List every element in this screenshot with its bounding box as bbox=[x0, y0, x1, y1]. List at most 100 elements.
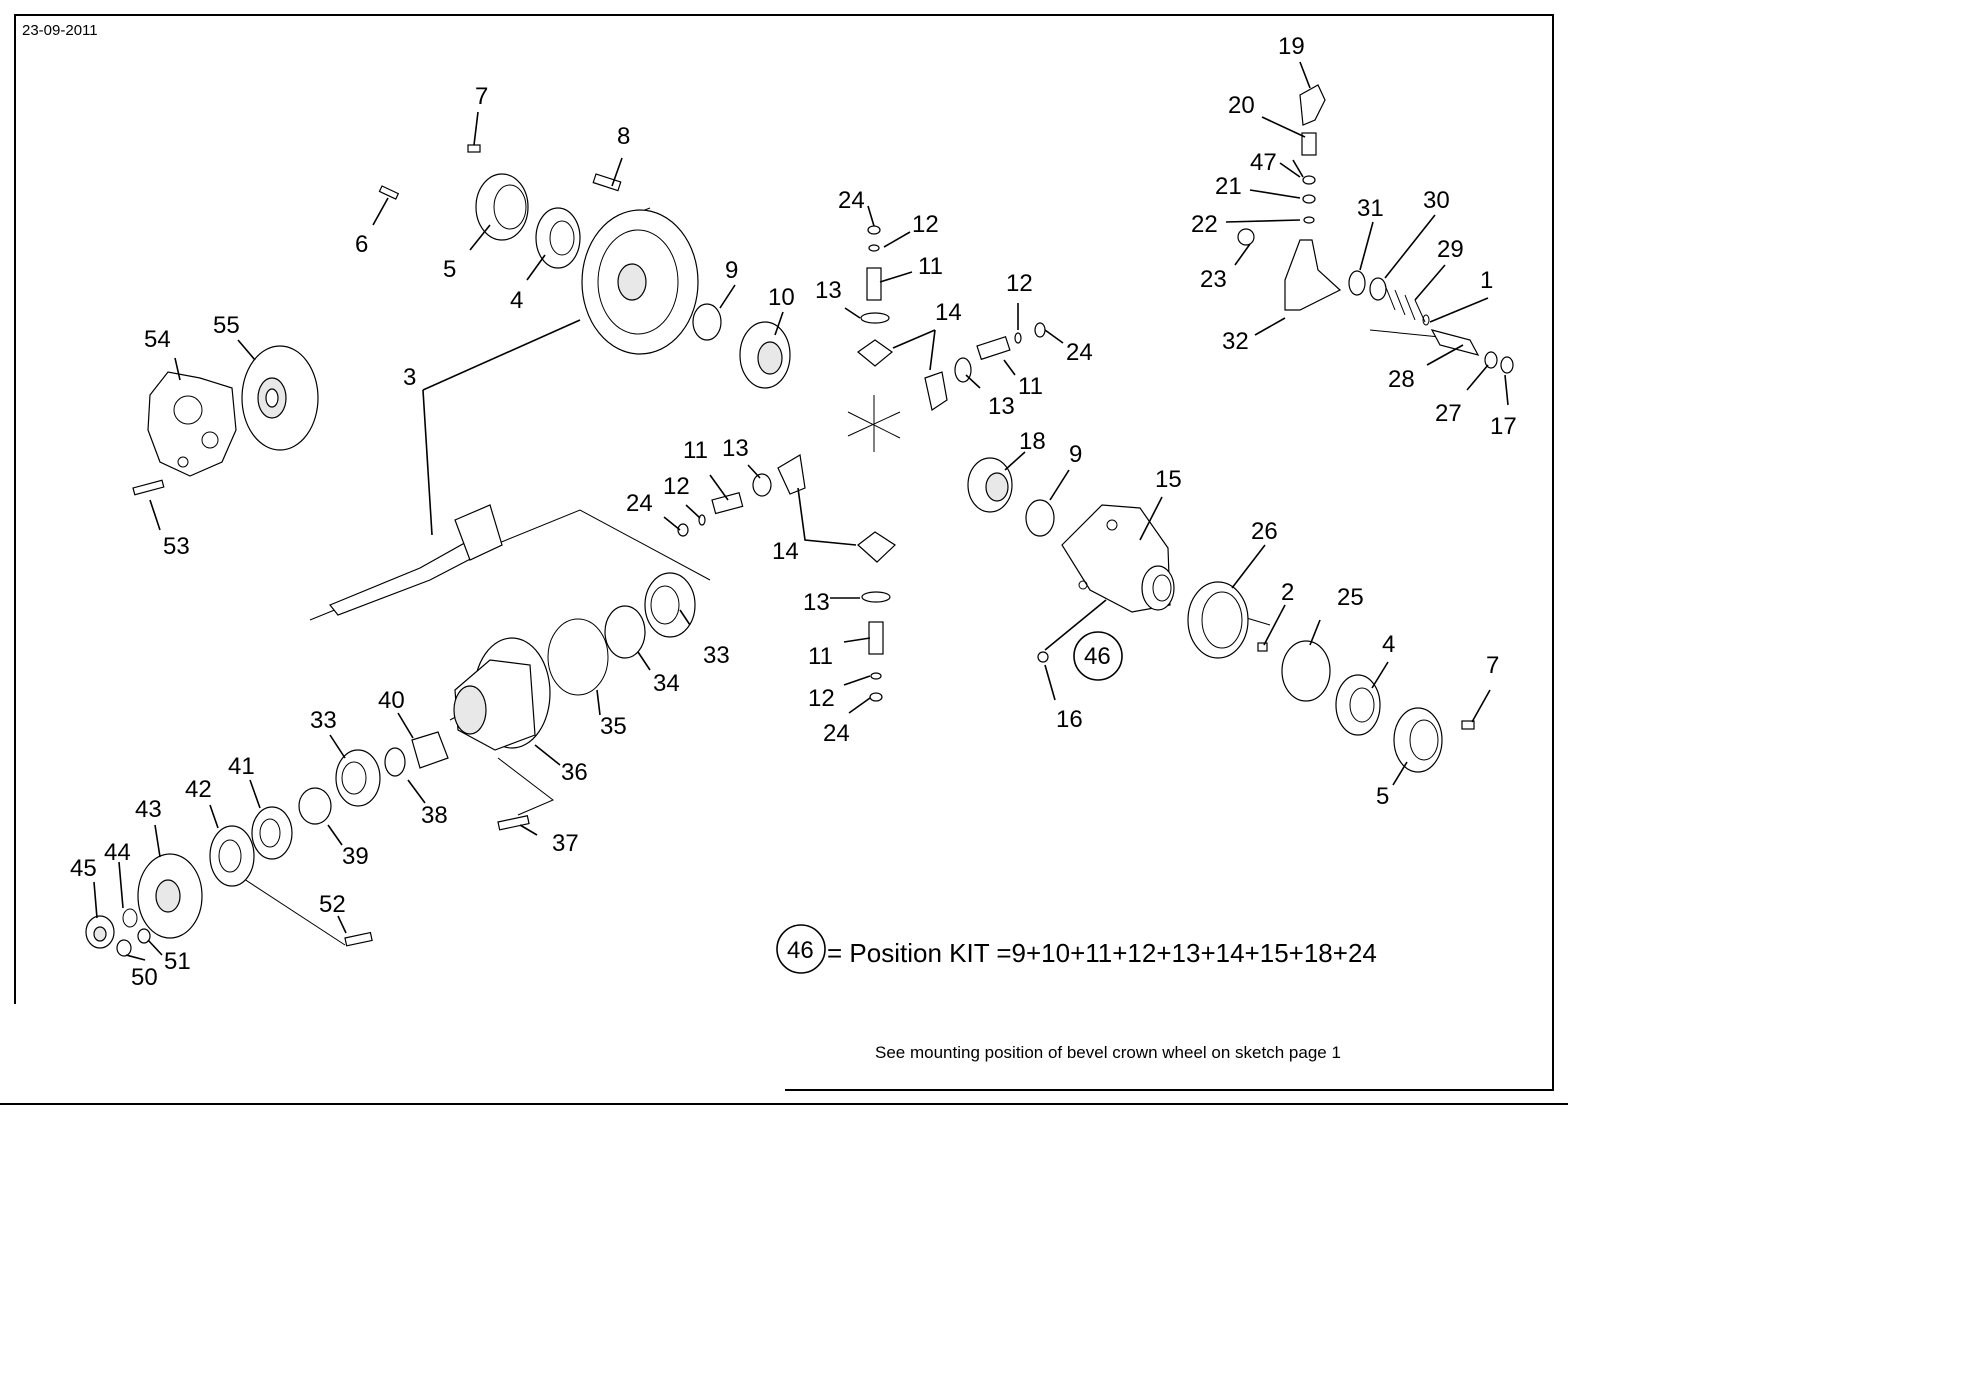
callout-20: 20 bbox=[1228, 92, 1255, 119]
callout-14-upper: 14 bbox=[935, 299, 962, 326]
part-33-bearing-upper bbox=[644, 572, 696, 638]
parts-11-12-13-24-middle-stack bbox=[677, 454, 806, 537]
kit-marker-circle bbox=[776, 924, 826, 974]
part-5-nut-upper bbox=[475, 173, 529, 241]
callout-52: 52 bbox=[319, 891, 346, 918]
callout-34: 34 bbox=[653, 670, 680, 697]
callout-11-lower: 11 bbox=[808, 643, 833, 670]
part-1-ring bbox=[1422, 314, 1430, 326]
alignment-axes bbox=[214, 207, 1471, 946]
callout-24-lower: 24 bbox=[823, 720, 850, 747]
callout-1: 1 bbox=[1480, 267, 1493, 294]
part-43-flange bbox=[137, 853, 203, 939]
part-41-seal bbox=[251, 806, 293, 860]
callout-50: 50 bbox=[131, 964, 158, 991]
callout-5-upper: 5 bbox=[443, 256, 456, 283]
footer-note: See mounting position of bevel crown whe… bbox=[875, 1043, 1341, 1062]
callout-46-label: 46 bbox=[1084, 643, 1111, 670]
part-7-bolt-upper bbox=[467, 144, 481, 153]
exploded-parts-diagram: 1 2 3 4 4 5 5 6 7 7 8 9 9 10 11 11 11 11… bbox=[0, 14, 1568, 1105]
callout-35: 35 bbox=[600, 713, 627, 740]
callout-32: 32 bbox=[1222, 328, 1249, 355]
callout-51: 51 bbox=[164, 948, 191, 975]
callout-13-lower: 13 bbox=[803, 589, 830, 616]
callout-33-upper: 33 bbox=[703, 642, 730, 669]
callout-31: 31 bbox=[1357, 195, 1384, 222]
callout-46-circle bbox=[1073, 631, 1123, 681]
part-45-nut bbox=[85, 915, 115, 949]
kit-composition-text: = Position KIT =9+10+11+12+13+14+15+18+2… bbox=[827, 938, 1377, 968]
part-55-disc bbox=[241, 345, 319, 451]
part-23-nut bbox=[1237, 228, 1255, 246]
part-18-gear bbox=[967, 457, 1013, 513]
callout-13-right: 13 bbox=[988, 393, 1015, 420]
part-9-ring-lower bbox=[1025, 499, 1055, 537]
callout-53: 53 bbox=[163, 533, 190, 560]
callout-7-lower: 7 bbox=[1486, 652, 1499, 679]
callout-39: 39 bbox=[342, 843, 369, 870]
part-51-washer bbox=[137, 928, 151, 944]
callout-11-upper: 11 bbox=[918, 253, 943, 280]
callout-26: 26 bbox=[1251, 518, 1278, 545]
part-4-bearing-upper bbox=[535, 207, 581, 269]
callout-15: 15 bbox=[1155, 466, 1182, 493]
callout-25: 25 bbox=[1337, 584, 1364, 611]
part-34-ring bbox=[604, 605, 646, 659]
part-31-ring bbox=[1348, 270, 1366, 296]
callout-6: 6 bbox=[355, 231, 368, 258]
callout-10: 10 bbox=[768, 284, 795, 311]
callout-19: 19 bbox=[1278, 33, 1305, 60]
drawing-date: 23-09-2011 bbox=[22, 22, 98, 39]
part-53-bolt bbox=[132, 479, 165, 496]
callout-37: 37 bbox=[552, 830, 579, 857]
part-54-housing bbox=[147, 371, 237, 477]
part-28-shaft bbox=[1430, 329, 1480, 356]
part-27-ring bbox=[1484, 351, 1498, 369]
part-32-fork bbox=[1284, 239, 1342, 311]
callout-41: 41 bbox=[228, 753, 255, 780]
callout-12-lower: 12 bbox=[808, 685, 835, 712]
callout-labels: 1 2 3 4 4 5 5 6 7 7 8 9 9 10 11 11 11 11… bbox=[70, 33, 1517, 991]
parts-11-12-13-24-upper-stack bbox=[857, 225, 893, 367]
callout-29: 29 bbox=[1437, 236, 1464, 263]
callout-13-upper: 13 bbox=[815, 277, 842, 304]
callout-24-right: 24 bbox=[1066, 339, 1093, 366]
part-15-diff-housing bbox=[1061, 504, 1175, 613]
part-3-pinion-shaft bbox=[329, 504, 503, 616]
callout-12-middle: 12 bbox=[663, 473, 690, 500]
callout-13-middle: 13 bbox=[722, 435, 749, 462]
callout-38: 38 bbox=[421, 802, 448, 829]
callout-7-upper: 7 bbox=[475, 83, 488, 110]
callout-54: 54 bbox=[144, 326, 171, 353]
callout-11-right: 11 bbox=[1018, 373, 1043, 400]
part-40-sleeve bbox=[411, 731, 449, 769]
callout-43: 43 bbox=[135, 796, 162, 823]
callout-4-upper: 4 bbox=[510, 287, 523, 314]
callout-23: 23 bbox=[1200, 266, 1227, 293]
callout-9-lower: 9 bbox=[1069, 441, 1082, 468]
part-38-ring bbox=[384, 747, 406, 777]
part-35-oring bbox=[547, 618, 609, 696]
callout-27: 27 bbox=[1435, 400, 1462, 427]
callout-24-middle: 24 bbox=[626, 490, 653, 517]
kit-marker-number: 46 bbox=[787, 937, 814, 964]
callout-40: 40 bbox=[378, 687, 405, 714]
part-19-elbow bbox=[1299, 84, 1326, 126]
callout-11-middle: 11 bbox=[683, 437, 708, 464]
callout-30: 30 bbox=[1423, 187, 1450, 214]
part-6-bolt bbox=[378, 185, 400, 200]
callout-42: 42 bbox=[185, 776, 212, 803]
part-3-crown-wheel bbox=[581, 209, 699, 355]
kit-legend: 46 = Position KIT =9+10+11+12+13+14+15+1… bbox=[776, 924, 1377, 974]
callout-55: 55 bbox=[213, 312, 240, 339]
part-10-side-gear bbox=[739, 321, 791, 389]
callout-2: 2 bbox=[1281, 579, 1294, 606]
callout-12-upper: 12 bbox=[912, 211, 939, 238]
part-17-ring bbox=[1500, 356, 1514, 374]
part-29-spring bbox=[1384, 284, 1426, 323]
part-52-bolt bbox=[344, 931, 373, 947]
part-16-ball bbox=[1037, 651, 1049, 663]
part-42-shield bbox=[209, 825, 255, 887]
part-25-ring bbox=[1281, 640, 1331, 702]
part-8-bolt bbox=[592, 173, 622, 192]
